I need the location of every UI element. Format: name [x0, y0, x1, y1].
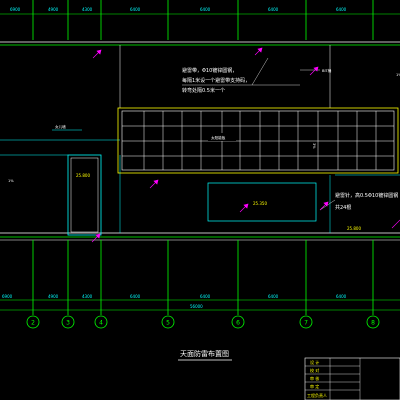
- note-lightning-strip: 避雷带，Φ10镀锌圆钢， 每隔1米设一个避雷带支持码， 转弯处隔0.5米一个: [182, 57, 300, 94]
- svg-text:3: 3: [66, 320, 70, 327]
- axis-bubble-8: 8: [366, 315, 380, 329]
- bottom-dimension-texts: 6900 4900 4300 6400 6400 6400 6400 56000: [2, 294, 347, 309]
- tb-row-2: 校 对: [310, 367, 319, 373]
- tb-row-3: 审 核: [310, 375, 319, 381]
- lower-right-box: 25.350: [207, 182, 317, 222]
- top-dimension-texts: 6900 4900 4300 6400 6400 6400 6400: [10, 7, 347, 12]
- overall-dim: 56000: [190, 304, 203, 309]
- note1-line2: 每隔1米设一个避雷带支持码，: [182, 77, 250, 84]
- axis-bubble-5: 5: [161, 315, 175, 329]
- top-dim-2: 4900: [48, 7, 59, 12]
- bottom-axis-lines: [32, 240, 374, 315]
- svg-text:7: 7: [304, 320, 308, 327]
- axis-bubble-4: 4: [94, 315, 108, 329]
- note2-line2: 共24根: [335, 204, 351, 211]
- solar-panel-label: 太阳能板: [211, 135, 226, 140]
- top-dim-4: 6400: [130, 7, 141, 12]
- right-slope-label: 1%: [396, 73, 400, 77]
- top-dim-6: 6400: [268, 7, 279, 12]
- bottom-dim-4: 6400: [130, 294, 141, 299]
- interior-lines: [0, 45, 400, 233]
- bottom-dim-6: 6400: [268, 294, 279, 299]
- bottom-wall: [0, 232, 400, 241]
- note1-line1: 避雷带，Φ10镀锌圆钢，: [182, 67, 237, 74]
- note-lightning-rods: 避雷针，高0.5Φ10镀锌圆钢 共24根: [319, 192, 398, 211]
- drawing-title: 天面防雷布置图: [178, 349, 232, 361]
- title-block: 设 计 校 对 审 核 审 定 工程负责人: [304, 357, 400, 400]
- top-dim-3: 4300: [82, 7, 93, 12]
- right-elevation: 25.800: [347, 226, 361, 231]
- lower-box-elevation: 25.350: [253, 201, 267, 206]
- svg-text:8: 8: [371, 320, 375, 327]
- svg-text:5: 5: [166, 320, 170, 327]
- tb-row-4: 审 定: [310, 383, 319, 389]
- parapet-label: 女儿墙: [55, 124, 66, 129]
- axis-bubble-3: 3: [61, 315, 75, 329]
- axis-bubble-2: 2: [26, 315, 40, 329]
- svg-text:6: 6: [236, 320, 240, 327]
- svg-text:4: 4: [99, 320, 103, 327]
- drawing-title-text: 天面防雷布置图: [180, 349, 229, 358]
- axis-bubbles: 2 3 4 5 6 7 8: [26, 315, 380, 329]
- bottom-dim-3: 4300: [82, 294, 93, 299]
- stair-room: 25.800: [67, 154, 102, 236]
- slope-label: 3%: [312, 143, 316, 149]
- top-dim-1: 6900: [10, 7, 21, 12]
- tb-row-1: 设 计: [310, 359, 319, 365]
- tb-row-5: 工程负责人: [307, 392, 327, 398]
- bottom-dim-5: 6400: [200, 294, 211, 299]
- note2-line1: 避雷针，高0.5Φ10镀锌圆钢: [335, 192, 398, 199]
- axis-bubble-7: 7: [299, 315, 313, 329]
- room-elevation: 25.800: [76, 173, 90, 178]
- lightning-markers: [91, 47, 400, 243]
- bit-label: BIT桶: [322, 68, 332, 73]
- axis-bubble-6: 6: [231, 315, 245, 329]
- solar-panel-area: 太阳能板: [117, 107, 399, 174]
- note1-line3: 转弯处隔0.5米一个: [182, 87, 225, 94]
- top-wall: [0, 41, 400, 46]
- bottom-dim-1: 6900: [2, 294, 13, 299]
- top-dim-5: 6400: [200, 7, 211, 12]
- svg-text:2: 2: [31, 320, 35, 327]
- parapet-annotation: 女儿墙: [52, 124, 82, 131]
- bottom-dim-2: 4900: [48, 294, 59, 299]
- top-dim-7: 6400: [336, 7, 347, 12]
- left-slope-label: 1%: [8, 179, 14, 183]
- bottom-dim-7: 6400: [336, 294, 347, 299]
- top-axis-lines: [32, 0, 374, 40]
